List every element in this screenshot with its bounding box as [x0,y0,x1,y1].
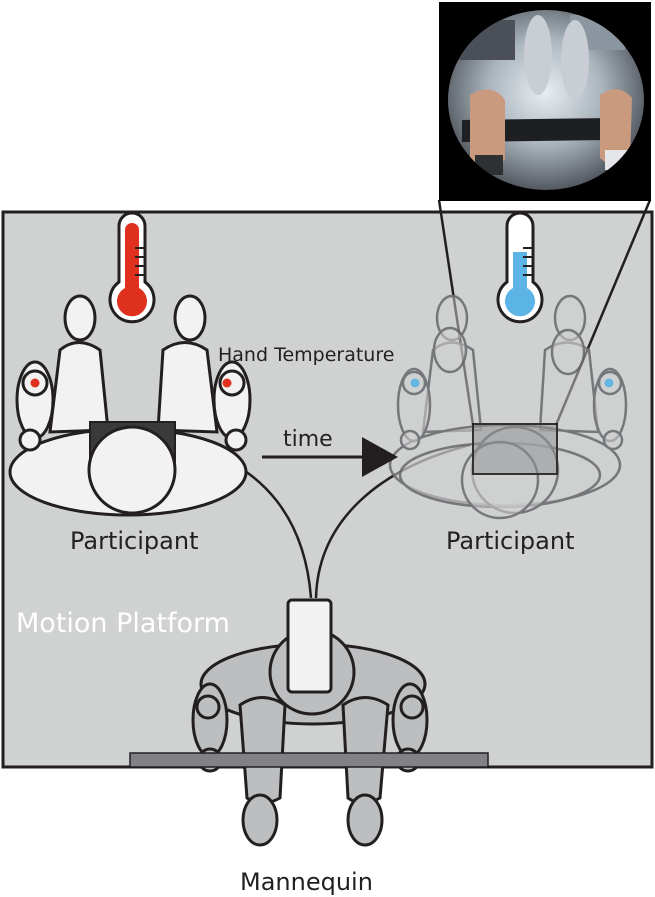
left-head [87,425,177,515]
left-leg-left [48,341,110,434]
mannequin-tablet [286,598,333,694]
mannequin-label: Mannequin [240,868,373,896]
hot-thermometer-icon [108,211,156,324]
participant-right-figure [388,294,628,520]
motion-platform-label: Motion Platform [16,608,230,639]
left-hand-marker-right [222,378,232,388]
zoom-lines [437,199,652,426]
participant-left-label: Participant [70,527,198,555]
camera-view-photo [439,2,651,201]
left-hand-marker-left [30,378,40,388]
time-label: time [283,427,333,452]
mannequin-leg-right [341,696,390,805]
participant-right-label: Participant [446,527,574,555]
time-arrow [262,437,398,477]
right-tablet [472,423,558,475]
left-foot-right [173,294,207,342]
mannequin-bar [129,752,489,768]
mannequin-leg-left [238,696,287,805]
left-leg-right [156,341,219,434]
left-foot-left [63,294,97,342]
hand-temperature-label: Hand Temperature [218,344,394,366]
cold-thermometer-icon [496,211,544,324]
